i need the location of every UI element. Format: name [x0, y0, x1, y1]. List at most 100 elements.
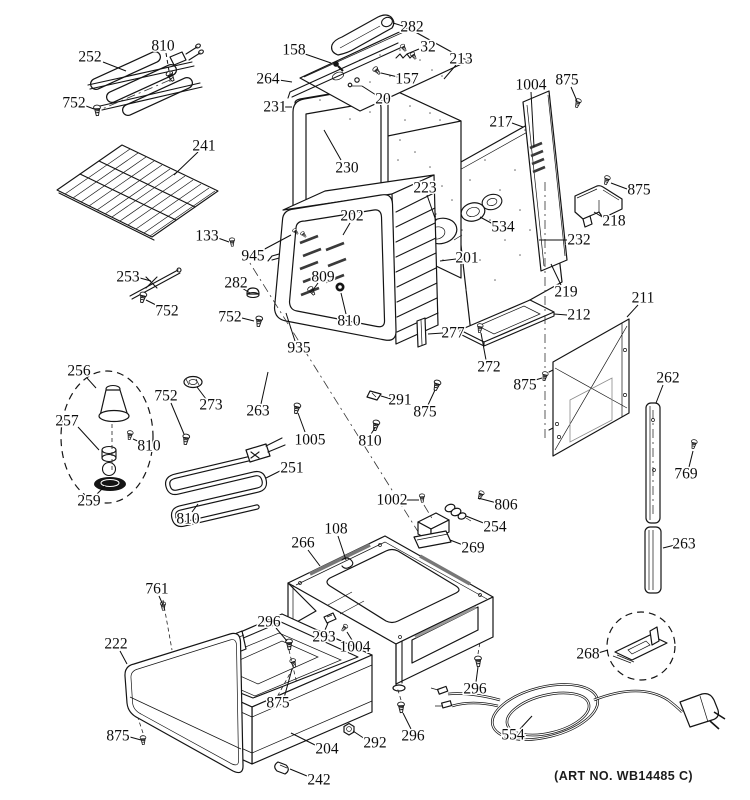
- part-label-242: 242: [307, 772, 330, 789]
- leader-line-810: [191, 503, 199, 513]
- part-label-875: 875: [413, 404, 437, 421]
- part-label-810: 810: [358, 433, 382, 450]
- element-bracket-251: [245, 437, 286, 463]
- bracket-269: [413, 512, 452, 549]
- assembly-axis-line: [242, 251, 428, 547]
- leader-line-262: [655, 384, 664, 404]
- part-label-296: 296: [401, 728, 425, 745]
- leader-line-282: [392, 22, 404, 27]
- part-label-806: 806: [494, 497, 518, 514]
- part-label-534: 534: [491, 219, 515, 236]
- leader-line-230: [323, 129, 342, 161]
- leader-line-291: [380, 395, 392, 400]
- leader-line-254: [465, 515, 487, 525]
- leg-foot-259: [94, 477, 126, 491]
- leader-line-218: [593, 211, 605, 219]
- part-label-761: 761: [145, 581, 168, 598]
- part-label-810: 810: [176, 511, 200, 528]
- leader-line-223: [426, 194, 437, 222]
- part-label-253: 253: [116, 269, 140, 286]
- leader-line-875: [570, 86, 578, 102]
- part-label-201: 201: [455, 250, 478, 267]
- part-label-945: 945: [241, 248, 265, 265]
- part-label-230: 230: [335, 160, 359, 177]
- part-label-266: 266: [291, 535, 315, 552]
- door-panel-213: [299, 27, 469, 112]
- part-label-257: 257: [55, 413, 79, 430]
- leader-line-810: [370, 427, 376, 435]
- leader-line-217: [511, 122, 524, 128]
- leader-line-213: [443, 64, 457, 80]
- leader-line-251: [265, 469, 283, 479]
- oven-bottom-212: [459, 299, 555, 347]
- leader-line-272: [480, 332, 487, 361]
- art-number: (ART NO. WB14485 C): [554, 769, 693, 783]
- part-label-282: 282: [400, 19, 423, 36]
- leader-line-806: [477, 497, 498, 504]
- part-label-254: 254: [483, 519, 507, 536]
- part-label-1004: 1004: [340, 639, 371, 656]
- leader-line-769: [688, 450, 694, 468]
- anti-tip-bracket-268: [606, 611, 676, 681]
- part-label-256: 256: [67, 363, 91, 380]
- power-cord-554: [430, 683, 726, 741]
- leader-line-761: [158, 595, 164, 606]
- leader-line-201: [439, 258, 457, 262]
- part-label-211: 211: [632, 290, 655, 307]
- part-label-935: 935: [287, 340, 311, 357]
- part-label-231: 231: [263, 99, 286, 116]
- leader-line-875: [283, 668, 293, 699]
- leader-line-752: [145, 299, 159, 307]
- leader-line-253: [139, 277, 152, 282]
- part-label-752: 752: [154, 388, 177, 405]
- insulation-panel-217: [522, 90, 568, 272]
- leader-line-1005: [297, 412, 306, 433]
- leader-line-222: [119, 650, 128, 665]
- leader-line-296: [275, 627, 288, 642]
- leader-line-263: [260, 371, 269, 405]
- trim-strip-263: [644, 526, 662, 594]
- part-label-232: 232: [567, 232, 590, 249]
- door-trim-264: [287, 42, 401, 99]
- part-label-752: 752: [218, 309, 241, 326]
- part-label-252: 252: [78, 49, 101, 66]
- clip-291: [366, 390, 382, 401]
- part-label-219: 219: [554, 284, 578, 301]
- part-label-259: 259: [77, 493, 101, 510]
- part-label-272: 272: [477, 359, 500, 376]
- leader-line-1004: [530, 91, 535, 148]
- part-label-1005: 1005: [295, 432, 326, 449]
- oven-cavity-201: [273, 174, 439, 348]
- part-label-262: 262: [656, 370, 679, 387]
- part-label-213: 213: [449, 51, 473, 68]
- leader-line-296: [475, 666, 479, 683]
- leader-line-875: [427, 389, 436, 406]
- part-label-264: 264: [256, 71, 280, 88]
- part-label-202: 202: [340, 208, 363, 225]
- oven-rack-241: [56, 144, 219, 241]
- leader-line-809: [312, 282, 319, 291]
- door-pins-20: [347, 77, 362, 88]
- part-label-1002: 1002: [377, 492, 408, 509]
- leader-line-204: [290, 732, 316, 746]
- leader-line-293: [324, 622, 329, 631]
- leader-line-875: [531, 377, 543, 382]
- leader-line-212: [553, 313, 568, 316]
- leader-line-257: [77, 426, 100, 451]
- leader-line-269: [449, 539, 464, 546]
- leader-line-133: [217, 237, 230, 243]
- part-label-875: 875: [106, 728, 130, 745]
- leader-line-20: [361, 85, 377, 96]
- clip-242: [274, 761, 289, 775]
- part-label-269: 269: [461, 540, 485, 557]
- part-label-263: 263: [246, 403, 270, 420]
- clip-108: [341, 557, 354, 569]
- door-hardware-32: [395, 43, 418, 61]
- leader-line-752: [170, 402, 185, 435]
- leader-line-292: [352, 730, 366, 740]
- drawer-front-panel-222: [124, 632, 244, 774]
- base-chassis-266: [287, 535, 494, 692]
- callout-layer: 2528107522411339452537522562578102597522…: [54, 17, 700, 790]
- part-label-752: 752: [155, 303, 178, 320]
